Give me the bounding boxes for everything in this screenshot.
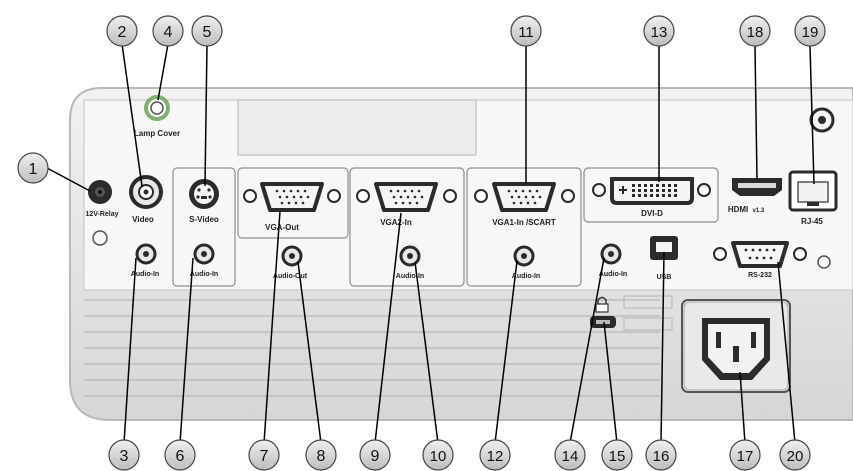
audio-in-svideo-label: Audio-In — [190, 271, 218, 278]
vent-grille — [84, 299, 660, 397]
callout-5: 5 — [191, 15, 223, 47]
rs232-side-screw — [817, 255, 831, 269]
leader-lines — [46, 43, 815, 444]
hdmi-port — [732, 178, 782, 196]
svg-text:8: 8 — [317, 448, 326, 465]
lamp-cover-label: Lamp Cover — [134, 129, 180, 138]
callout-11: 11 — [510, 15, 542, 47]
callout-2: 2 — [106, 15, 138, 47]
svg-text:2: 2 — [118, 24, 127, 41]
ir-hole — [92, 230, 108, 246]
svg-text:15: 15 — [609, 448, 626, 465]
callout-19: 19 — [794, 15, 826, 47]
callout-8: 8 — [305, 439, 337, 471]
callout-10: 10 — [422, 439, 454, 471]
kensington-lock-slot — [590, 296, 616, 328]
vga1-in-label: VGA1-In /SCART — [492, 218, 556, 227]
audio-in-vga2-jack — [399, 245, 421, 267]
svg-text:3: 3 — [120, 448, 129, 465]
svg-text:1: 1 — [29, 161, 38, 178]
vga2-in-port — [356, 182, 457, 212]
dvi-port — [592, 177, 711, 205]
callout-18: 18 — [739, 15, 771, 47]
svg-text:14: 14 — [562, 448, 579, 465]
dvi-label: DVI-D — [641, 209, 663, 218]
svg-text:4: 4 — [164, 24, 173, 41]
audio-in-video-jack — [135, 243, 157, 265]
rs232-label: RS-232 — [748, 272, 772, 279]
svg-text:6: 6 — [176, 448, 185, 465]
callout-20: 20 — [779, 439, 811, 471]
port-group-frames — [172, 167, 719, 287]
callout-4: 4 — [152, 15, 184, 47]
svg-text:13: 13 — [651, 24, 668, 41]
rj45-label: RJ-45 — [801, 217, 823, 226]
vga-out-label: VGA-Out — [265, 223, 299, 232]
callout-15: 15 — [601, 439, 633, 471]
svideo-label: S-Video — [189, 215, 219, 224]
relay-jack — [88, 180, 112, 204]
callout-3: 3 — [108, 439, 140, 471]
screw-hole — [809, 107, 835, 133]
relay-label: 12V-Relay — [85, 211, 118, 218]
svg-text:17: 17 — [737, 448, 754, 465]
video-label: Video — [132, 215, 154, 224]
vga1-in-port — [474, 182, 575, 212]
callout-1: 1 — [17, 152, 49, 184]
callout-17: 17 — [729, 439, 761, 471]
svg-text:9: 9 — [371, 448, 380, 465]
callout-6: 6 — [164, 439, 196, 471]
svg-text:11: 11 — [518, 24, 534, 41]
audio-out-label: Audio-Out — [273, 273, 308, 280]
svg-text:7: 7 — [260, 448, 269, 465]
audio-out-jack — [281, 245, 303, 267]
audio-in-dvi-jack — [600, 243, 622, 265]
callout-group: 1 2 3 4 5 6 7 8 9 10 11 12 13 14 15 16 1… — [17, 15, 826, 471]
callout-9: 9 — [359, 439, 391, 471]
svideo-jack — [189, 179, 219, 209]
svg-text:16: 16 — [653, 448, 670, 465]
svg-text:10: 10 — [430, 448, 447, 465]
callout-14: 14 — [554, 439, 586, 471]
svg-text:18: 18 — [747, 24, 764, 41]
rs232-port — [713, 241, 807, 268]
video-jack — [129, 175, 163, 209]
svg-text:20: 20 — [787, 448, 804, 465]
audio-in-vga1-label: Audio-In — [512, 273, 540, 280]
callout-7: 7 — [248, 439, 280, 471]
rj45-port — [788, 170, 838, 212]
callout-16: 16 — [645, 439, 677, 471]
power-socket — [681, 299, 791, 393]
lamp-cover-screw — [144, 95, 170, 121]
usb-port — [650, 236, 678, 260]
vga-out-port — [243, 182, 341, 212]
audio-in-svideo-jack — [193, 243, 215, 265]
audio-in-dvi-label: Audio-In — [599, 271, 627, 278]
svg-text:5: 5 — [203, 24, 212, 41]
hdmi-label: HDMI v1.3 — [728, 205, 765, 214]
svg-text:12: 12 — [487, 448, 504, 465]
vga2-in-label: VGA2-In — [380, 218, 412, 227]
callout-12: 12 — [479, 439, 511, 471]
callout-13: 13 — [643, 15, 675, 47]
audio-in-vga2-label: Audio-In — [396, 273, 424, 280]
svg-text:19: 19 — [802, 24, 819, 41]
audio-in-vga1-jack — [513, 245, 535, 267]
audio-in-video-label: Audio-In — [131, 271, 159, 278]
